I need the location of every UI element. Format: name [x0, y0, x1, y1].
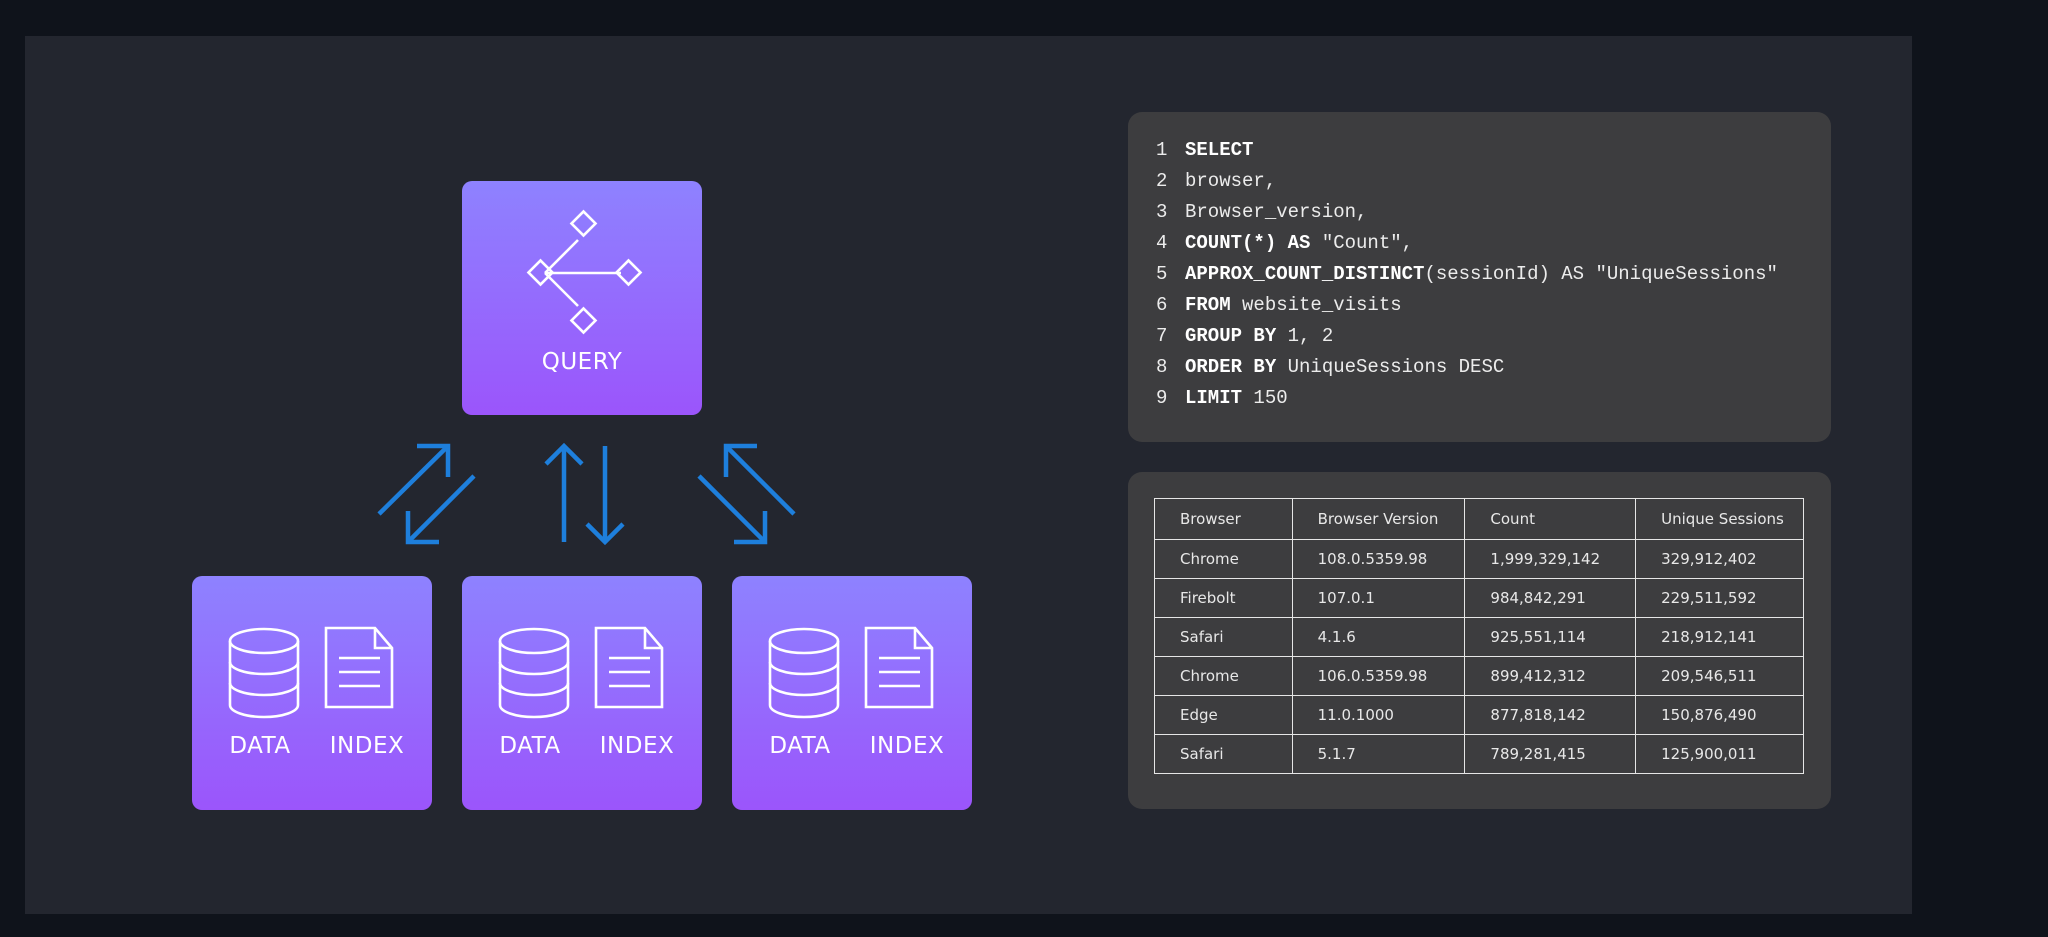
column-header-count: Count: [1464, 498, 1637, 540]
arrow-to-query-center: [544, 442, 584, 542]
cell-unique-sessions: 209,546,511: [1635, 656, 1804, 696]
sql-text: (sessionId) AS "UniqueSessions": [1424, 263, 1778, 285]
table-row: Edge 11.0.1000 877,818,142 150,876,490: [1154, 695, 1804, 735]
cell-browser-version: 106.0.5359.98: [1291, 656, 1466, 696]
cell-unique-sessions: 125,900,011: [1635, 734, 1804, 774]
line-number: 4: [1156, 232, 1168, 254]
cell-unique-sessions: 218,912,141: [1635, 617, 1804, 657]
diagram-canvas: QUERY DATA INDEX: [25, 36, 1912, 914]
sql-text: browser,: [1185, 170, 1277, 192]
shard-node-2: DATA INDEX: [462, 576, 702, 810]
data-label: DATA: [769, 733, 831, 759]
arrow-to-shard-right: [697, 474, 768, 545]
database-icon: [768, 627, 840, 719]
cell-count: 899,412,312: [1464, 656, 1637, 696]
sql-text: 150: [1242, 387, 1288, 409]
connection-arrows: [377, 442, 796, 546]
column-header-browser: Browser: [1154, 498, 1293, 540]
query-label: QUERY: [541, 349, 623, 375]
line-number: 2: [1156, 170, 1168, 192]
index-label: INDEX: [329, 733, 405, 759]
cell-count: 984,842,291: [1464, 578, 1637, 618]
line-number: 1: [1156, 139, 1168, 161]
sql-keyword: GROUP BY: [1185, 325, 1277, 347]
column-header-browser-version: Browser Version: [1291, 498, 1466, 540]
results-panel: Browser Browser Version Count Unique Ses…: [1128, 472, 1831, 809]
cell-browser-version: 11.0.1000: [1291, 695, 1466, 735]
cell-browser: Chrome: [1154, 539, 1293, 579]
arrow-to-shard-center: [585, 446, 625, 546]
cell-browser: Edge: [1154, 695, 1293, 735]
cell-browser-version: 107.0.1: [1291, 578, 1466, 618]
arrow-to-shard-left: [405, 474, 476, 545]
code-line: 7 GROUP BY 1, 2: [1156, 325, 1333, 356]
query-node: QUERY: [462, 181, 702, 415]
table-row: Firebolt 107.0.1 984,842,291 229,511,592: [1154, 578, 1804, 618]
code-line: 9 LIMIT 150: [1156, 387, 1288, 418]
sql-text: "Count",: [1310, 232, 1414, 254]
line-number: 6: [1156, 294, 1168, 316]
code-line: 8 ORDER BY UniqueSessions DESC: [1156, 356, 1504, 387]
column-header-unique-sessions: Unique Sessions: [1635, 498, 1804, 540]
line-number: 9: [1156, 387, 1168, 409]
cell-count: 789,281,415: [1464, 734, 1637, 774]
sql-keyword: ORDER BY: [1185, 356, 1277, 378]
cell-unique-sessions: 229,511,592: [1635, 578, 1804, 618]
line-number: 3: [1156, 201, 1168, 223]
results-table: Browser Browser Version Count Unique Ses…: [1154, 498, 1804, 774]
sql-code-panel: 1 SELECT 2 browser, 3 Browser_version, 4 COU…: [1128, 112, 1831, 442]
document-icon: [324, 626, 394, 709]
sql-keyword: APPROX_COUNT_DISTINCT: [1185, 263, 1425, 285]
database-icon: [228, 627, 300, 719]
cell-browser: Firebolt: [1154, 578, 1293, 618]
cell-browser: Safari: [1154, 734, 1293, 774]
arrow-to-query-right: [723, 443, 796, 516]
index-label: INDEX: [869, 733, 945, 759]
sql-text: UniqueSessions DESC: [1276, 356, 1505, 378]
code-line: 2 browser,: [1156, 170, 1276, 201]
table-row: Chrome 106.0.5359.98 899,412,312 209,546…: [1154, 656, 1804, 696]
shard-node-3: DATA INDEX: [732, 576, 972, 810]
line-number: 8: [1156, 356, 1168, 378]
line-number: 7: [1156, 325, 1168, 347]
shard-node-1: DATA INDEX: [192, 576, 432, 810]
sql-text: website_visits: [1230, 294, 1402, 316]
data-label: DATA: [499, 733, 561, 759]
cell-browser: Safari: [1154, 617, 1293, 657]
sql-keyword: COUNT(*) AS: [1185, 232, 1311, 254]
database-icon: [498, 627, 570, 719]
cell-browser-version: 4.1.6: [1291, 617, 1466, 657]
data-label: DATA: [229, 733, 291, 759]
table-row: Safari 4.1.6 925,551,114 218,912,141: [1154, 617, 1804, 657]
sql-text: Browser_version,: [1185, 201, 1368, 223]
arrow-to-query-left: [377, 443, 451, 516]
document-icon: [594, 626, 664, 709]
index-label: INDEX: [599, 733, 675, 759]
sql-keyword: LIMIT: [1185, 387, 1243, 409]
table-header-row: Browser Browser Version Count Unique Ses…: [1154, 498, 1804, 540]
cell-unique-sessions: 329,912,402: [1635, 539, 1804, 579]
cell-browser-version: 108.0.5359.98: [1291, 539, 1466, 579]
line-number: 5: [1156, 263, 1168, 285]
code-line: 3 Browser_version,: [1156, 201, 1367, 232]
document-icon: [864, 626, 934, 709]
cell-count: 1,999,329,142: [1464, 539, 1637, 579]
code-line: 6 FROM website_visits: [1156, 294, 1402, 325]
code-line: 5 APPROX_COUNT_DISTINCT(sessionId) AS "Un…: [1156, 263, 1778, 294]
cell-count: 925,551,114: [1464, 617, 1637, 657]
sql-keyword: SELECT: [1185, 139, 1254, 161]
cell-browser-version: 5.1.7: [1291, 734, 1466, 774]
sql-keyword: FROM: [1185, 294, 1231, 316]
cell-browser: Chrome: [1154, 656, 1293, 696]
table-row: Chrome 108.0.5359.98 1,999,329,142 329,9…: [1154, 539, 1804, 579]
table-row: Safari 5.1.7 789,281,415 125,900,011: [1154, 734, 1804, 774]
share-nodes-icon: [526, 209, 643, 335]
code-line: 1 SELECT: [1156, 139, 1253, 170]
cell-count: 877,818,142: [1464, 695, 1637, 735]
code-line: 4 COUNT(*) AS "Count",: [1156, 232, 1413, 263]
sql-text: 1, 2: [1276, 325, 1334, 347]
cell-unique-sessions: 150,876,490: [1635, 695, 1804, 735]
